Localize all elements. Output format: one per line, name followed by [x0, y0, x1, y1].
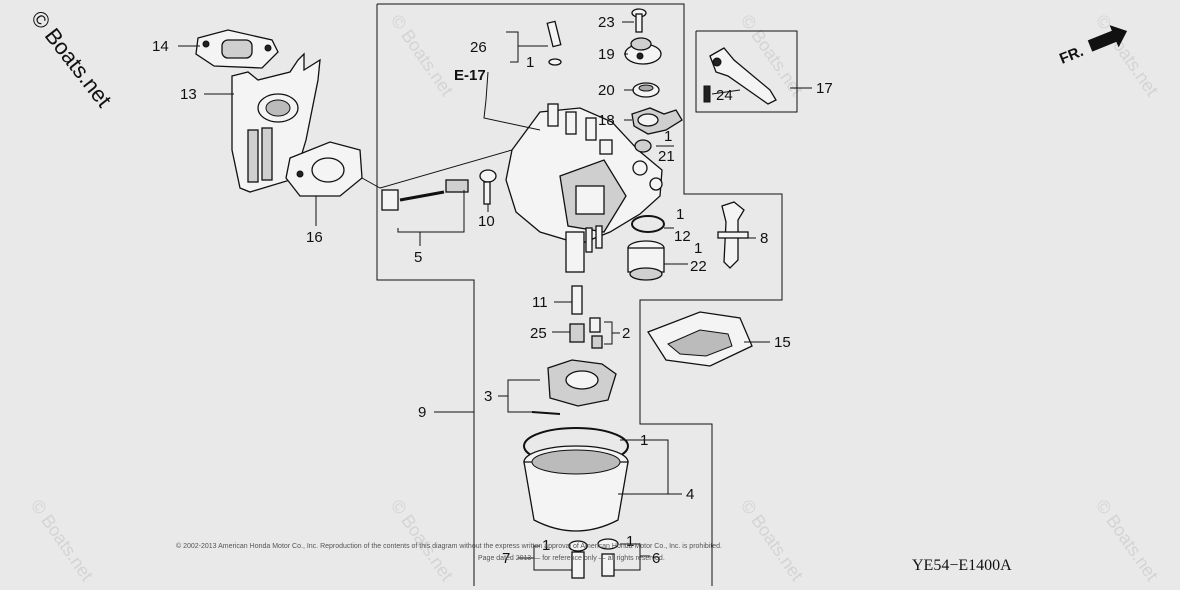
- callout-21: 21: [658, 148, 675, 165]
- front-direction-arrow-icon: [1087, 25, 1128, 52]
- callout-7: 7: [502, 550, 510, 567]
- callout-24: 24: [716, 87, 733, 104]
- copyright-line-2: Page dated 2013 — for reference only — a…: [478, 555, 665, 562]
- callout-1-f: 1: [542, 537, 550, 554]
- faint-watermark: © Boats.net: [27, 496, 97, 585]
- callout-1-a: 1: [526, 54, 534, 71]
- jet-holder-22: [627, 240, 665, 281]
- callout-22: 22: [690, 258, 707, 275]
- callout-17: 17: [816, 80, 833, 97]
- callout-4: 4: [686, 486, 694, 503]
- callout-20: 20: [598, 82, 615, 99]
- copyright-line-1: © 2002-2013 American Honda Motor Co., In…: [176, 542, 722, 550]
- bolt-7: [568, 540, 588, 579]
- reference-label: E-17: [454, 67, 486, 84]
- main-nozzle-11: [571, 285, 583, 315]
- float-3: [531, 359, 617, 415]
- carburetor-body: [505, 103, 663, 273]
- gasket-16: [285, 141, 363, 197]
- callout-9: 9: [418, 404, 426, 421]
- faint-watermark: © Boats.net: [737, 496, 807, 585]
- seal-21: [634, 139, 652, 153]
- callout-11: 11: [532, 294, 548, 311]
- callout-1-g: 1: [626, 533, 634, 550]
- seal-20: [632, 82, 660, 98]
- callout-8: 8: [760, 230, 768, 247]
- pin-24: [703, 85, 711, 103]
- callout-6: 6: [652, 550, 660, 567]
- callout-23: 23: [598, 14, 615, 31]
- callout-26: 26: [470, 39, 487, 56]
- callout-1-d: 1: [694, 240, 702, 257]
- callout-25: 25: [530, 325, 547, 342]
- callout-16: 16: [306, 229, 323, 246]
- screw-26: [546, 20, 562, 66]
- callout-15: 15: [774, 334, 791, 351]
- diagram-code: YE54−E1400A: [912, 557, 1012, 574]
- callout-12: 12: [674, 228, 691, 245]
- direction-label: FR.: [1057, 43, 1086, 68]
- callout-19: 19: [598, 46, 615, 63]
- callout-1-e: 1: [640, 432, 648, 449]
- choke-valve-8: [717, 201, 749, 269]
- assembly-outline: [376, 3, 798, 586]
- callout-1-b: 1: [664, 128, 672, 145]
- drain-screw-6: [597, 538, 619, 577]
- callout-10: 10: [478, 213, 495, 230]
- watermark: © Boats.net: [26, 6, 117, 112]
- o-ring-12: [631, 215, 665, 233]
- faint-watermark: © Boats.net: [387, 11, 457, 100]
- lever-17: [709, 47, 777, 105]
- jet-25: [569, 323, 585, 343]
- callout-18: 18: [598, 112, 615, 129]
- gasket-14: [195, 29, 279, 69]
- callout-14: 14: [152, 38, 169, 55]
- callout-5: 5: [414, 249, 422, 266]
- cap-19: [624, 37, 662, 65]
- leader-lines: [178, 21, 812, 571]
- faint-watermark: © Boats.net: [1092, 11, 1162, 100]
- callout-3: 3: [484, 388, 492, 405]
- float-bowl-4: [523, 445, 629, 532]
- throttle-stop-10: [479, 169, 497, 205]
- screw-set-2: [589, 317, 603, 349]
- callout-1-c: 1: [676, 206, 684, 223]
- faint-watermark: © Boats.net: [387, 496, 457, 585]
- pilot-screw-5: [381, 179, 469, 211]
- callout-2: 2: [622, 325, 630, 342]
- callout-13: 13: [180, 86, 197, 103]
- faint-watermark: © Boats.net: [1092, 496, 1162, 585]
- valve-18: [631, 107, 683, 135]
- callout-labels: 14 13 16 5 10 E-17 26 1 23 19 20 18 1 21…: [152, 14, 833, 567]
- screw-23: [631, 8, 647, 33]
- gasket-15: [647, 311, 753, 367]
